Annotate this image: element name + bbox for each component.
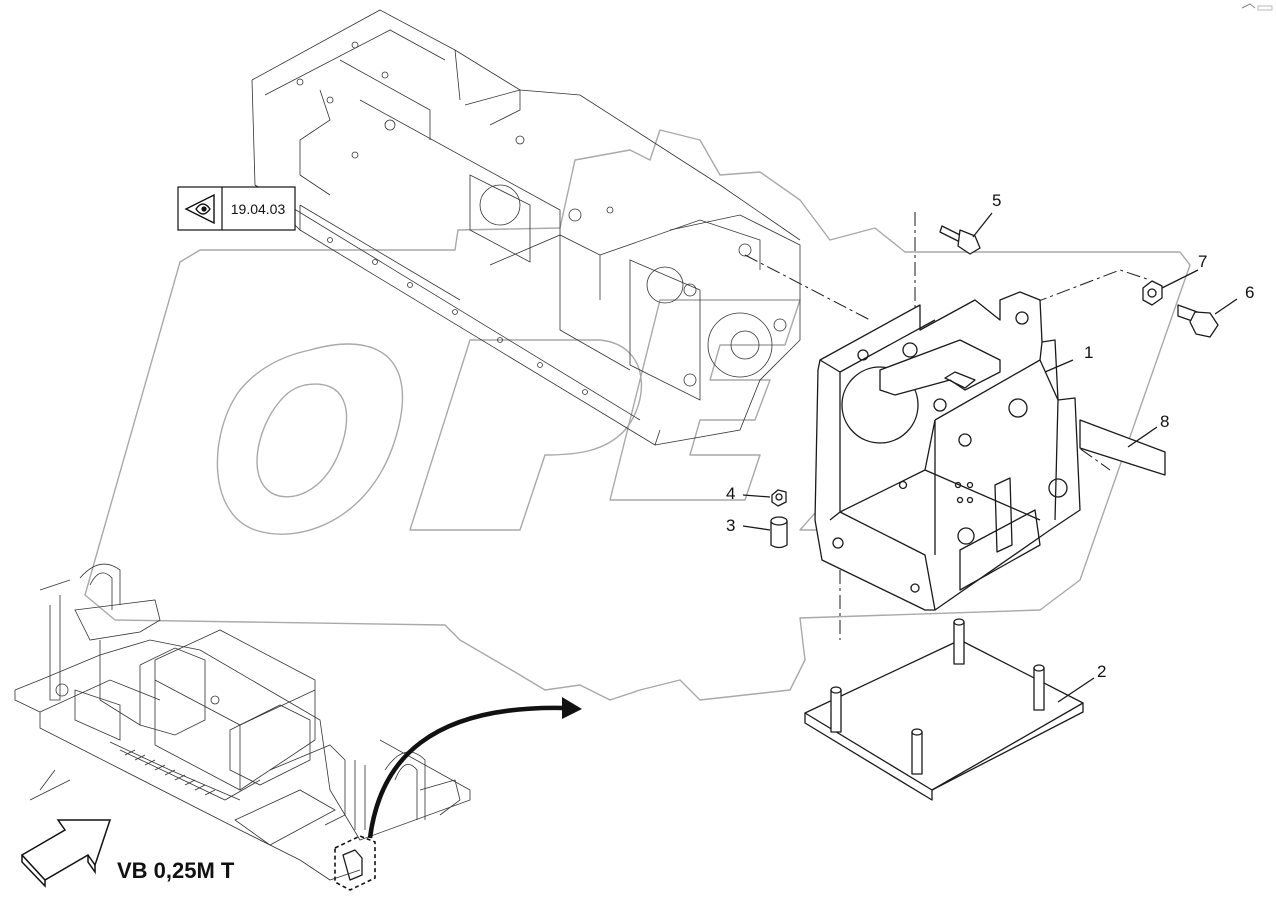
callout-7: 7 [1198,252,1207,271]
nut-part-7 [1142,280,1163,306]
watermark-letter-o-inner [256,383,348,498]
view-label: VB 0,25M T [117,858,235,883]
bracket-part-1 [814,291,1166,611]
reference-code: 19.04.03 [231,201,286,217]
screw-part-5 [939,225,981,255]
sleeve-part-3 [770,516,788,549]
direction-arrow-icon [20,819,112,888]
callout-leaders [742,212,1238,703]
watermark-letter-o [216,343,404,535]
stud [1033,664,1045,711]
callout-1: 1 [1084,343,1093,362]
stud [953,618,965,665]
nut-part-4 [771,489,787,507]
watermark-letter-p [409,339,643,531]
callout-2: 2 [1097,662,1106,681]
stud [830,686,842,733]
overview-machine [14,563,471,881]
detail-pointer-arrow [367,697,582,839]
callout-4: 4 [726,484,735,503]
corner-mark-icon [1241,3,1273,11]
callout-6: 6 [1245,283,1254,302]
callout-3: 3 [726,516,735,535]
watermark-letter-e [609,299,801,501]
watermark-gear-outline [84,129,1191,701]
stud [911,728,923,775]
reference-box[interactable]: 19.04.03 [177,186,296,231]
callout-labels: 1 2 3 4 5 6 7 8 [726,191,1254,681]
chassis-frame [251,9,801,446]
base-plate-part-2 [804,618,1084,801]
callout-8: 8 [1160,412,1169,431]
callout-5: 5 [992,191,1001,210]
eye-icon [184,193,215,225]
highlight-region [334,835,376,891]
bolt-part-6 [1177,304,1219,338]
